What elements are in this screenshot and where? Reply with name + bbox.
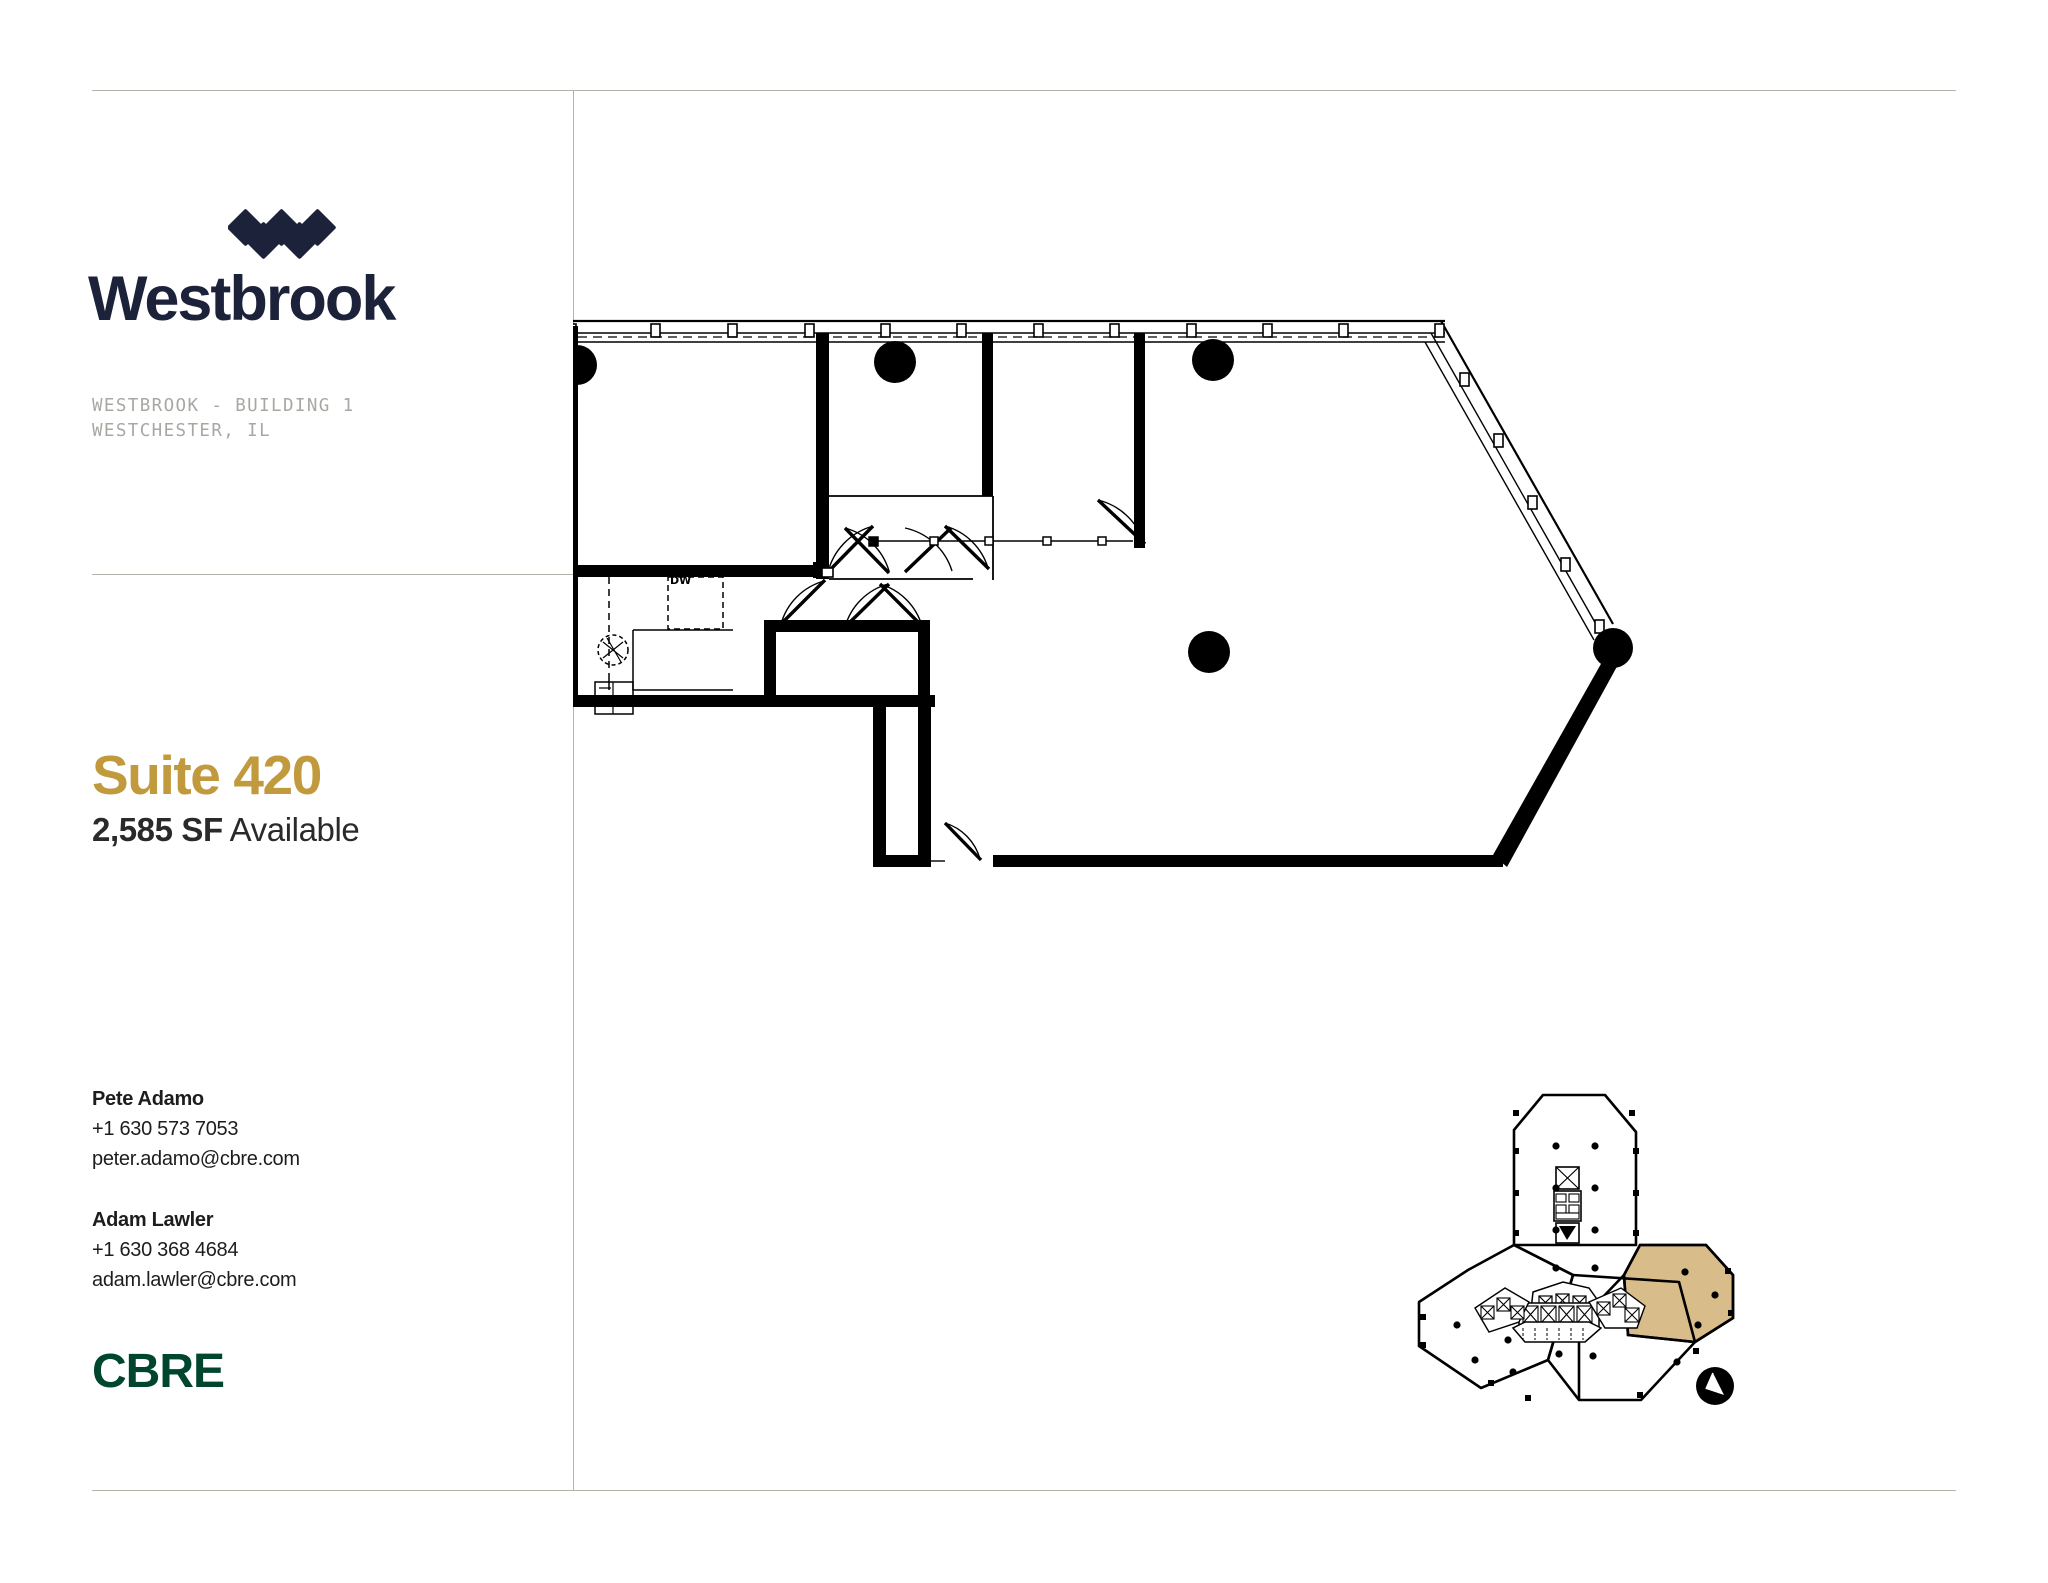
westbrook-diamonds-logo bbox=[227, 208, 336, 260]
page-frame-top-rule bbox=[92, 90, 1956, 91]
sidebar-divider-rule bbox=[92, 574, 573, 575]
contact-card: Pete Adamo +1 630 573 7053 peter.adamo@c… bbox=[92, 1084, 300, 1175]
floorplan-drawing: DW bbox=[573, 319, 1633, 867]
brand-name: Westbrook bbox=[88, 264, 396, 334]
elevator-core bbox=[1553, 1166, 1582, 1244]
contact-card: Adam Lawler +1 630 368 4684 adam.lawler@… bbox=[92, 1205, 300, 1296]
cbre-wordmark: CBRE bbox=[92, 1345, 225, 1398]
page-frame-vertical-rule bbox=[573, 90, 574, 1491]
dw-label: DW bbox=[670, 574, 691, 587]
north-arrow-icon bbox=[1696, 1367, 1734, 1405]
page-title: Suite 420 bbox=[92, 744, 322, 806]
contact-list: Pete Adamo +1 630 573 7053 peter.adamo@c… bbox=[92, 1084, 300, 1326]
property-address: WESTBROOK - BUILDING 1 WESTCHESTER, IL bbox=[92, 396, 355, 441]
area-value: 2,585 SF bbox=[92, 811, 223, 848]
contact-name: Pete Adamo bbox=[92, 1088, 204, 1110]
page-frame-bottom-rule bbox=[92, 1490, 1956, 1491]
contact-name: Adam Lawler bbox=[92, 1208, 214, 1231]
plan-area: DW bbox=[573, 90, 2048, 1491]
structural-columns bbox=[573, 339, 1633, 673]
contact-phone[interactable]: +1 630 573 7053 bbox=[92, 1118, 239, 1140]
west-core bbox=[1474, 1287, 1530, 1333]
contact-email[interactable]: peter.adamo@cbre.com bbox=[92, 1148, 300, 1171]
availability-text: Available bbox=[222, 811, 360, 848]
lobby-core bbox=[1511, 1281, 1603, 1343]
sidebar: Westbrook WESTBROOK - BUILDING 1 WESTCHE… bbox=[0, 0, 573, 1583]
keyplan-columns bbox=[1420, 1110, 1734, 1401]
east-core bbox=[1587, 1287, 1646, 1329]
availability-line: 2,585 SF Available bbox=[92, 811, 360, 848]
contact-phone[interactable]: +1 630 368 4684 bbox=[92, 1238, 239, 1261]
contact-email[interactable]: adam.lawler@cbre.com bbox=[92, 1269, 297, 1292]
keyplan-diagram bbox=[1417, 1093, 1735, 1405]
